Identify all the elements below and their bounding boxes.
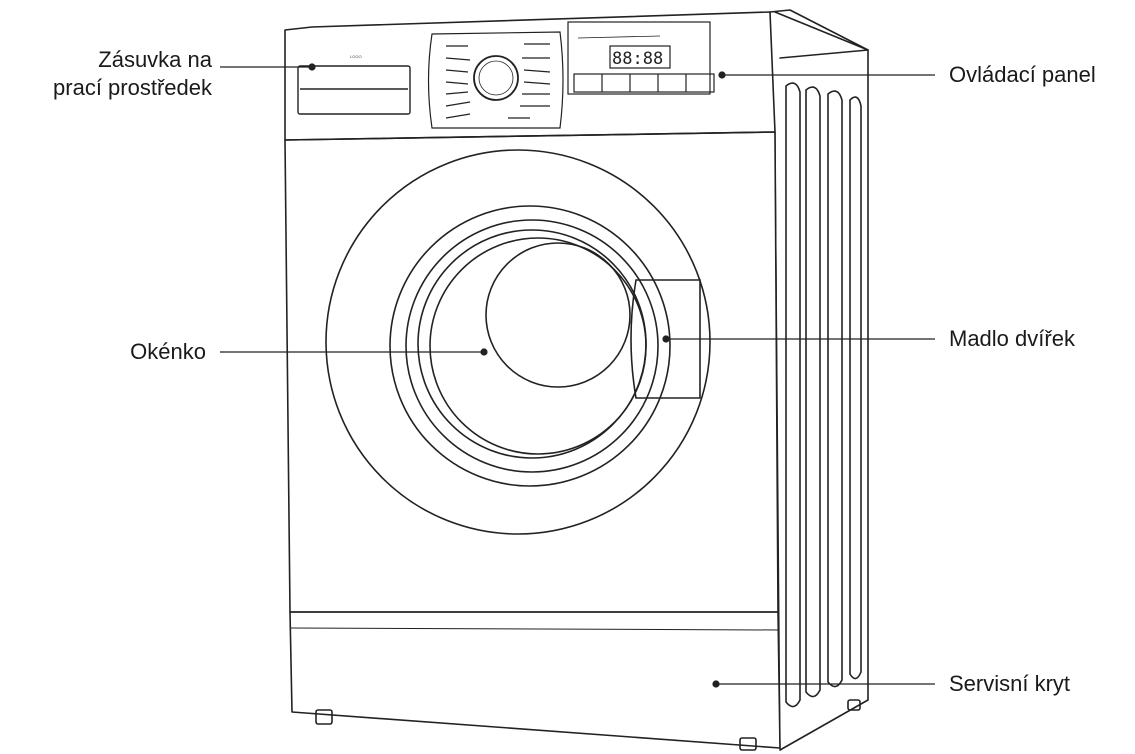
service-cover-outline	[289, 611, 781, 749]
side-rib-1	[785, 82, 801, 708]
side-rib-3	[827, 90, 843, 688]
side-rib-2	[805, 86, 821, 698]
leader-lines	[220, 63, 935, 688]
machine-side	[774, 11, 869, 751]
label-window: Okénko	[130, 339, 206, 364]
label-detergent-drawer-line2: prací prostředek	[53, 75, 212, 100]
program-knob	[473, 55, 519, 101]
door-glass	[485, 242, 631, 388]
label-detergent-drawer: Zásuvka na prací prostředek	[0, 46, 212, 102]
door-handle-outline	[630, 279, 701, 399]
label-service-cover: Servisní kryt	[949, 671, 1071, 696]
button-row	[573, 73, 715, 93]
foot-side	[847, 699, 861, 711]
label-control-panel: Ovládací panel	[949, 62, 1096, 87]
foot-left	[315, 709, 333, 725]
door-inner-ring	[389, 205, 671, 487]
program-area	[427, 31, 564, 129]
top-surface	[769, 9, 869, 59]
display-area: 88:88	[567, 21, 715, 95]
label-detergent-drawer-line1: Zásuvka na	[98, 47, 212, 72]
foot-right	[739, 737, 757, 751]
side-rib-4	[849, 96, 862, 680]
detergent-drawer: LOGO	[297, 54, 411, 115]
label-door-handle: Madlo dvířek	[949, 326, 1075, 351]
svg-text:LOGO: LOGO	[350, 54, 362, 59]
door	[325, 149, 711, 535]
display-digits: 88:88	[612, 49, 663, 69]
control-panel-front	[284, 11, 776, 141]
door-outer-ring	[325, 149, 711, 535]
machine-front	[284, 131, 779, 613]
